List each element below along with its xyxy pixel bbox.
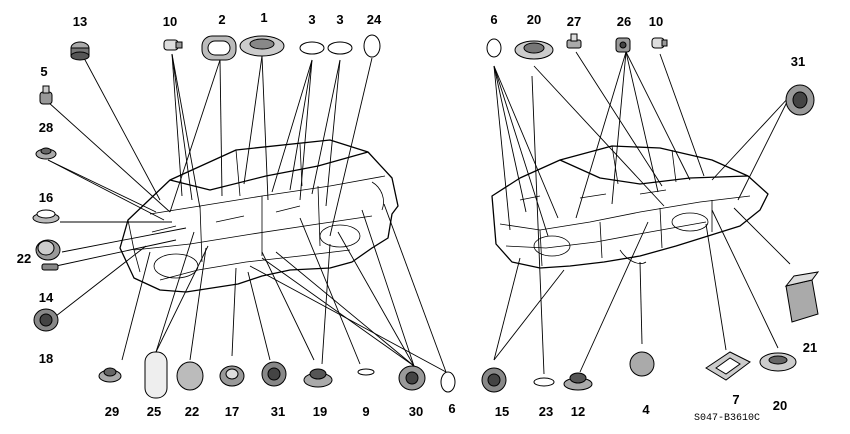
callout-19: 19 bbox=[313, 404, 327, 419]
callout-6a: 6 bbox=[448, 401, 455, 416]
callout-17: 17 bbox=[225, 404, 239, 419]
callout-2: 2 bbox=[218, 12, 225, 27]
plug-22b-icon bbox=[176, 361, 204, 391]
callout-28: 28 bbox=[39, 120, 53, 135]
callout-16: 16 bbox=[39, 190, 53, 205]
grommet-28-icon bbox=[35, 147, 57, 160]
callout-29: 29 bbox=[105, 404, 119, 419]
grommet-12-icon bbox=[563, 372, 593, 391]
callout-4: 4 bbox=[642, 402, 650, 417]
grommet-31b-icon bbox=[785, 84, 815, 116]
callout-7: 7 bbox=[732, 392, 739, 407]
nut-26-icon bbox=[615, 37, 631, 53]
callout-10: 10 bbox=[163, 14, 177, 29]
callout-14: 14 bbox=[39, 290, 54, 305]
plug-22-icon bbox=[35, 239, 61, 261]
plug-10b-icon bbox=[651, 37, 668, 49]
callout-1: 1 bbox=[260, 10, 267, 25]
seal-3a-icon bbox=[299, 41, 325, 55]
grommet-30-icon bbox=[398, 365, 426, 391]
callout-31a: 31 bbox=[271, 404, 285, 419]
callout-26: 26 bbox=[617, 14, 631, 29]
callout-24: 24 bbox=[367, 12, 382, 27]
grommet-1-icon bbox=[239, 35, 285, 57]
grommet-15-icon bbox=[481, 367, 507, 393]
callout-21: 21 bbox=[803, 340, 817, 355]
seal-6-icon bbox=[440, 371, 456, 393]
callout-6b: 6 bbox=[490, 12, 497, 27]
grommet-7-icon bbox=[705, 351, 751, 381]
grommet-17-icon bbox=[219, 365, 245, 387]
callout-23: 23 bbox=[539, 404, 553, 419]
callout-18: 18 bbox=[39, 351, 53, 366]
bolt-14-icon bbox=[41, 263, 59, 271]
pad-21-icon bbox=[784, 271, 820, 323]
left-car-body bbox=[119, 139, 399, 293]
callout-10b: 10 bbox=[649, 14, 663, 29]
right-leader-lines bbox=[493, 51, 791, 375]
right-callouts: 6 20 27 26 10 31 15 23 12 4 7 20 21 bbox=[490, 12, 817, 419]
callout-20a: 20 bbox=[527, 12, 541, 27]
clip-5-icon bbox=[39, 85, 53, 105]
callout-25: 25 bbox=[147, 404, 161, 419]
grommet-20-icon bbox=[514, 40, 554, 60]
seal-6b-icon bbox=[486, 38, 502, 58]
callout-15: 15 bbox=[495, 404, 509, 419]
callout-27: 27 bbox=[567, 14, 581, 29]
grommet-13-icon bbox=[70, 41, 90, 61]
plug-10-icon bbox=[163, 39, 183, 51]
grommet-2-icon bbox=[201, 35, 237, 61]
callout-31b: 31 bbox=[791, 54, 805, 69]
plug-4-icon bbox=[629, 351, 655, 377]
callout-30: 30 bbox=[409, 404, 423, 419]
seal-24-icon bbox=[363, 34, 381, 58]
right-part-icons bbox=[481, 33, 820, 393]
callout-5: 5 bbox=[40, 64, 47, 79]
clip-27-icon bbox=[566, 33, 582, 49]
seal-9-icon bbox=[357, 368, 375, 376]
callout-22a: 22 bbox=[17, 251, 31, 266]
seal-23-icon bbox=[533, 377, 555, 387]
left-part-icons bbox=[32, 34, 456, 399]
seal-3b-icon bbox=[327, 41, 353, 55]
plug-25-icon bbox=[144, 351, 168, 399]
grommet-19-icon bbox=[303, 368, 333, 388]
grommet-18-icon bbox=[33, 308, 59, 332]
grommet-20b-icon bbox=[759, 352, 797, 372]
left-callouts: 13 10 2 1 3 3 24 5 28 16 22 14 18 29 25 … bbox=[17, 10, 456, 419]
callout-3a: 3 bbox=[308, 12, 315, 27]
callout-22b: 22 bbox=[185, 404, 199, 419]
callout-13: 13 bbox=[73, 14, 87, 29]
diagram-code: S047-B3610C bbox=[694, 413, 760, 424]
callout-9: 9 bbox=[362, 404, 369, 419]
grommet-29-icon bbox=[98, 367, 122, 383]
grommet-31-icon bbox=[261, 361, 287, 387]
callout-3b: 3 bbox=[336, 12, 343, 27]
callout-12: 12 bbox=[571, 404, 585, 419]
plug-16-icon bbox=[32, 209, 60, 224]
callout-20b: 20 bbox=[773, 398, 787, 413]
left-leader-lines bbox=[47, 53, 447, 373]
